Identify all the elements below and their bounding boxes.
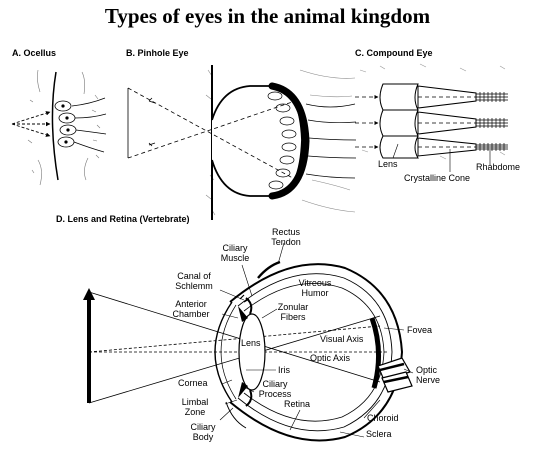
pinhole-eye-drawing [127,65,357,220]
ciliary-body-label-1: Ciliary [190,422,216,432]
panel-d-heading: D. Lens and Retina (Vertebrate) [56,214,190,224]
cornea-label: Cornea [178,378,208,388]
rectus-label: Rectus [272,227,301,237]
visual-axis-label: Visual Axis [320,334,364,344]
ocellus-drawing [11,69,107,186]
ciliary-muscle-label-2: Muscle [221,253,250,263]
limbal-zone-label-2: Zone [185,407,206,417]
panel-a-heading: A. Ocellus [12,48,56,58]
page-title: Types of eyes in the animal kingdom [104,4,431,28]
vitreous-label-2: Humor [301,288,328,298]
vertebrate-labels: Rectus Tendon Ciliary Muscle Canal of Sc… [172,227,440,442]
tendon-label: Tendon [271,237,301,247]
vertebrate-eye-drawing [83,242,414,442]
optic-nerve-label-1: Optic [416,365,438,375]
compound-eye-drawing: Lens Rhabdome Crystalline Cone [355,63,520,183]
anterior-chamber-label-2: Chamber [172,309,209,319]
panel-b-heading: B. Pinhole Eye [126,48,189,58]
choroid-label: Choroid [367,413,399,423]
limbal-zone-label-1: Limbal [182,397,209,407]
retina-label: Retina [284,399,310,409]
ciliary-body-label-2: Body [193,432,214,442]
optic-axis-label: Optic Axis [310,353,351,363]
anterior-chamber-label-1: Anterior [175,299,207,309]
vitreous-label-1: Vitreous [299,278,332,288]
canal-label-1: Canal of [177,271,211,281]
zonular-label-2: Fibers [280,312,306,322]
sclera-label: Sclera [366,429,392,439]
iris-label: Iris [278,365,290,375]
crystalline-cone-label: Crystalline Cone [404,173,470,183]
rhabdome-label: Rhabdome [476,162,520,172]
canal-label-2: Schlemm [175,281,213,291]
ciliary-process-label-2: Process [259,389,292,399]
optic-nerve-label-2: Nerve [416,375,440,385]
compound-lens-label: Lens [378,159,398,169]
lens-label: Lens [241,338,261,348]
panel-c-heading: C. Compound Eye [355,48,433,58]
ciliary-muscle-label-1: Ciliary [222,243,248,253]
ciliary-process-label-1: Ciliary [262,379,288,389]
zonular-label-1: Zonular [278,302,309,312]
fovea-label: Fovea [407,325,432,335]
